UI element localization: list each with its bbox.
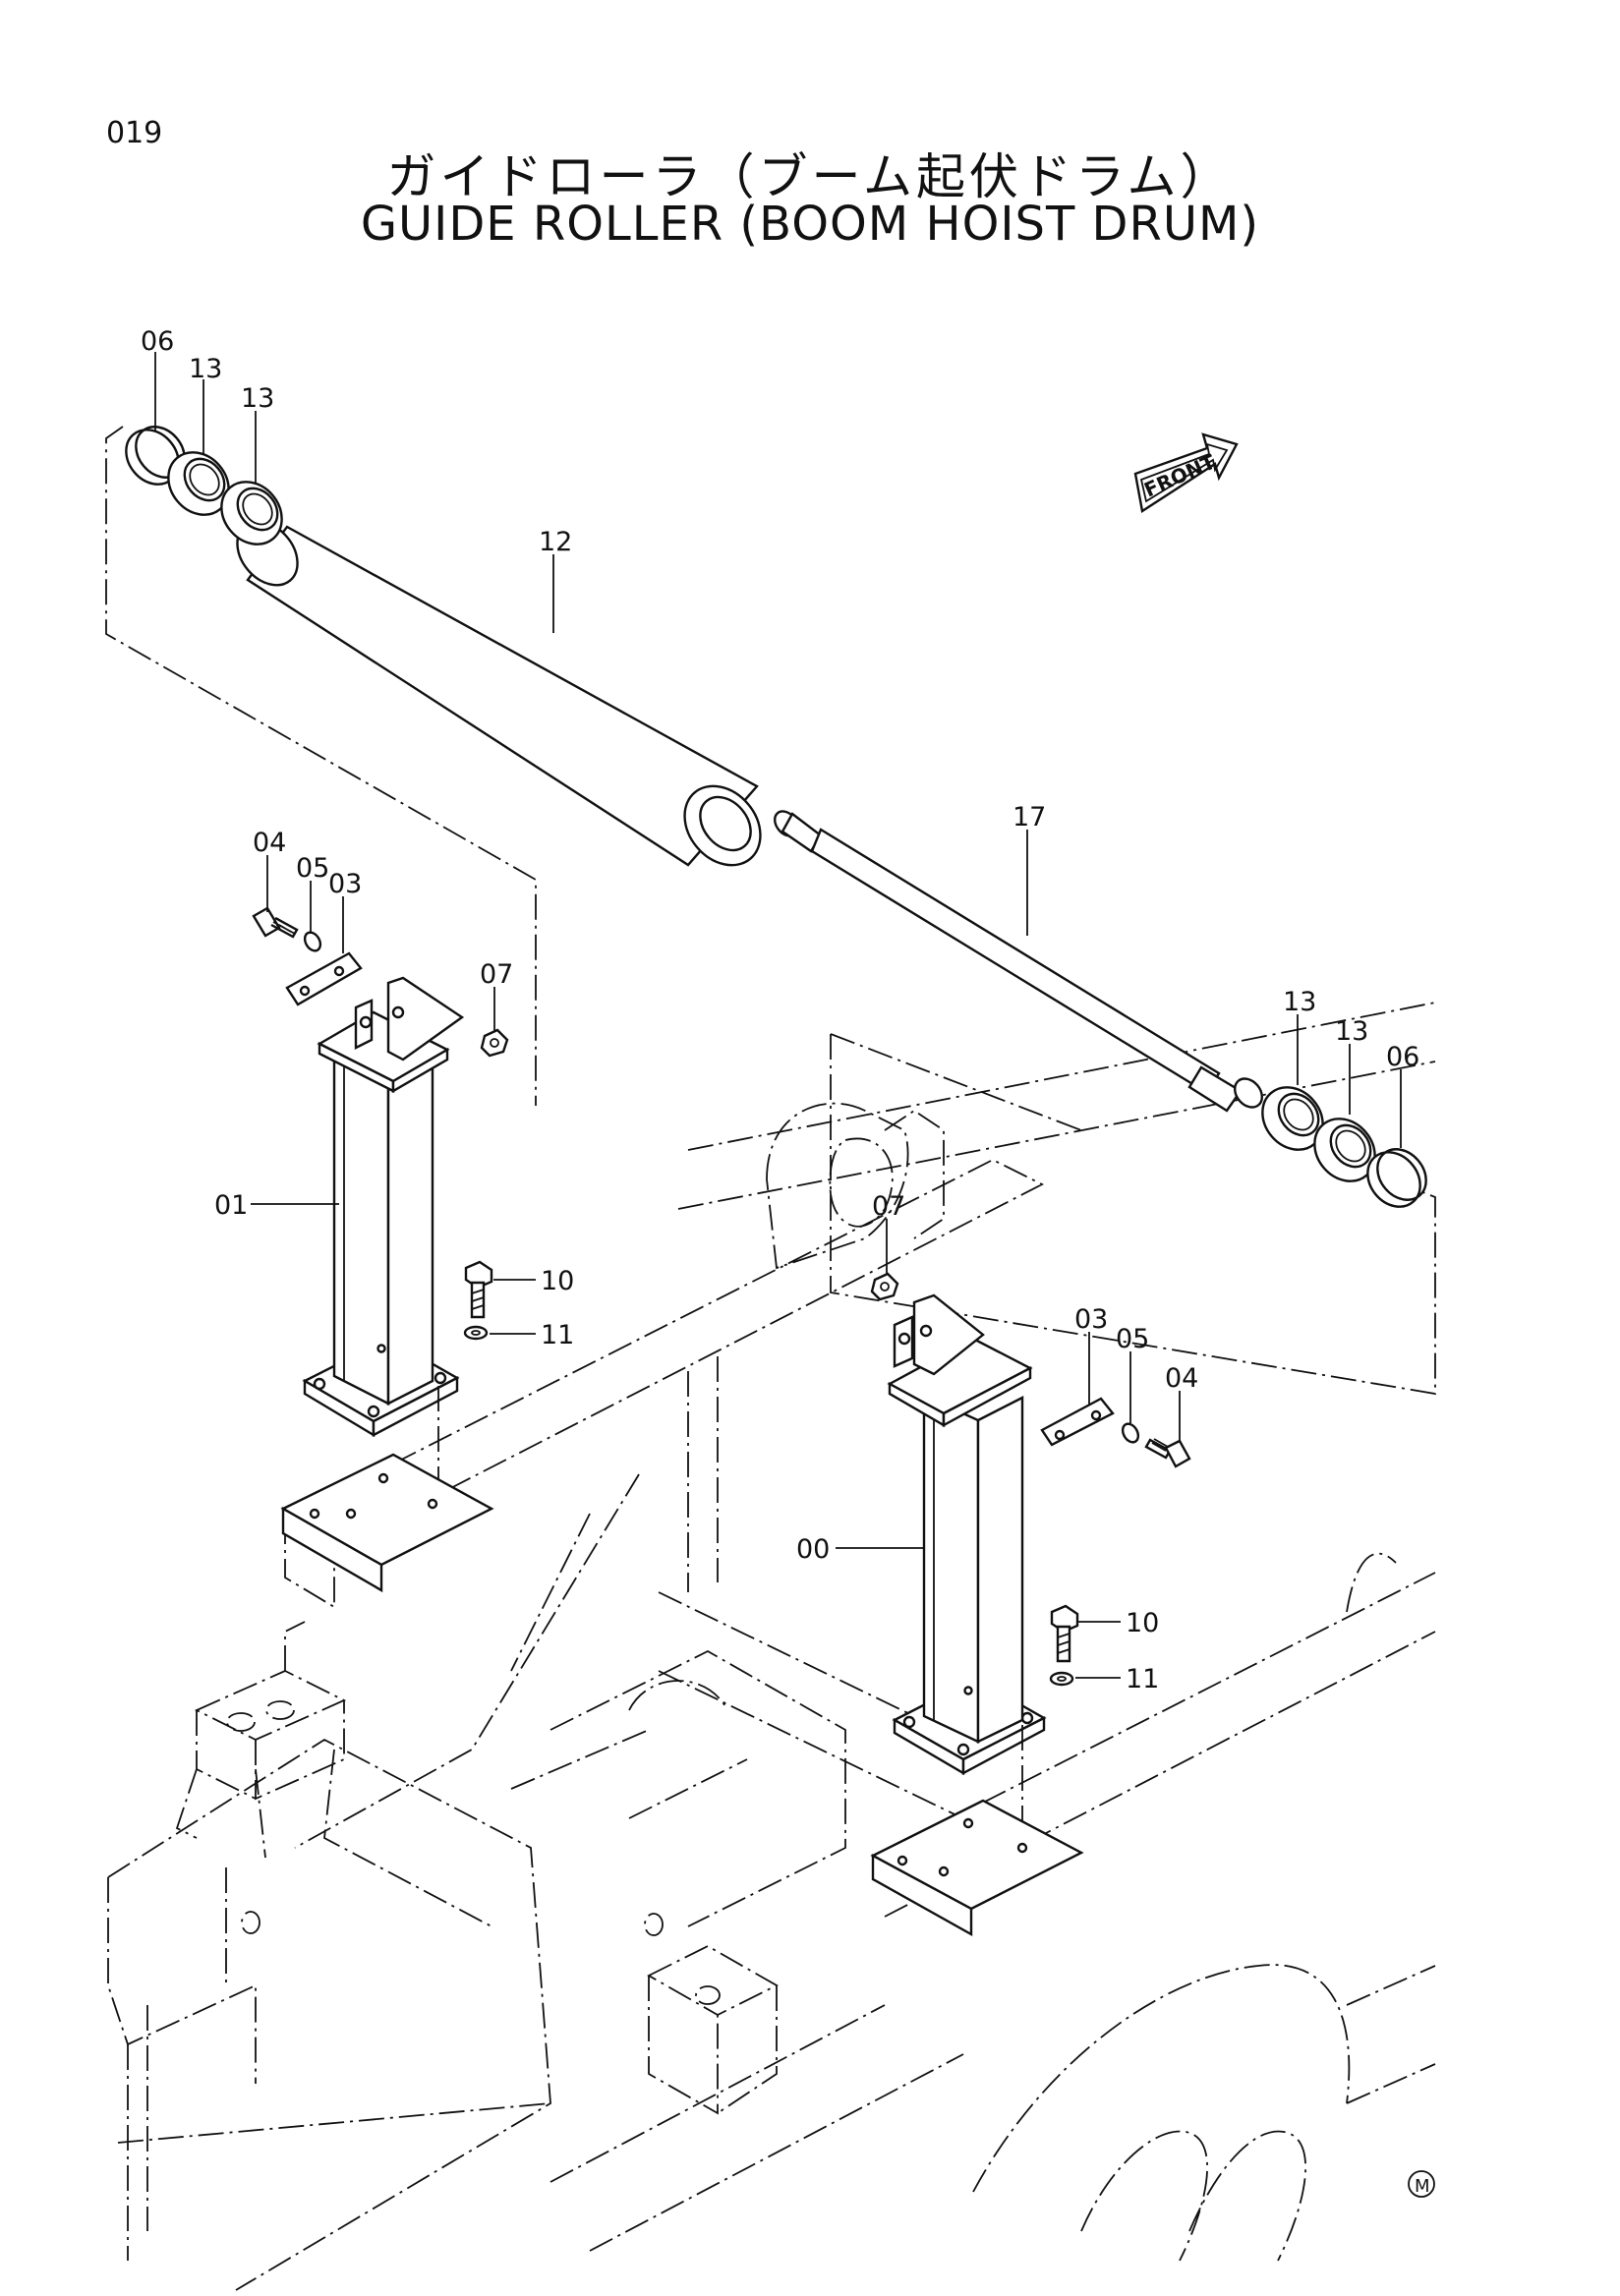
bolt-right-04 bbox=[1144, 1438, 1191, 1468]
stand-right bbox=[887, 1293, 1047, 1776]
callout-labels: 06 13 13 12 17 04 05 03 07 01 10 11 13 1… bbox=[141, 326, 1419, 1694]
bolt-right-10 bbox=[1050, 1604, 1079, 1663]
callout-13: 13 bbox=[1283, 987, 1316, 1017]
collar-right bbox=[1366, 1148, 1427, 1208]
bearing-left-inner bbox=[220, 481, 283, 545]
callout-11: 11 bbox=[1126, 1664, 1159, 1694]
bearing-right-inner bbox=[1261, 1086, 1324, 1151]
callout-12: 12 bbox=[539, 527, 572, 557]
nut-left-07 bbox=[480, 1028, 509, 1058]
exploded-view-boundary-right bbox=[830, 1033, 1436, 1396]
bolt-left-10 bbox=[464, 1260, 493, 1319]
page-title-japanese: ガイドローラ（ブーム起伏ドラム） bbox=[386, 148, 1234, 205]
bearing-right-outer bbox=[1313, 1118, 1376, 1182]
m-mark-letter: M bbox=[1415, 2176, 1430, 2197]
callout-03: 03 bbox=[1074, 1304, 1108, 1335]
roller-tube bbox=[236, 520, 762, 867]
callout-04: 04 bbox=[253, 828, 286, 858]
callout-13: 13 bbox=[241, 383, 274, 414]
callout-05: 05 bbox=[296, 853, 329, 884]
washer-left-11 bbox=[463, 1325, 489, 1341]
callout-04: 04 bbox=[1165, 1363, 1198, 1394]
circled-m-mark: M bbox=[1408, 2170, 1435, 2198]
bearing-left-outer bbox=[167, 451, 230, 516]
front-direction-arrow: FRONT bbox=[1133, 432, 1239, 513]
callout-07: 07 bbox=[872, 1191, 905, 1222]
callout-03: 03 bbox=[328, 869, 362, 899]
callout-13: 13 bbox=[1335, 1016, 1368, 1047]
callout-11: 11 bbox=[541, 1320, 574, 1350]
bolt-left-04 bbox=[252, 906, 299, 939]
washer-left-05 bbox=[303, 931, 322, 952]
plate-left bbox=[285, 951, 363, 1006]
plate-right bbox=[1040, 1397, 1115, 1447]
upper-frame-structure bbox=[107, 1002, 1436, 2291]
callout-06: 06 bbox=[1386, 1042, 1419, 1072]
callout-07: 07 bbox=[480, 959, 513, 990]
pad-plate-left bbox=[280, 1453, 494, 1593]
roller-shaft bbox=[773, 810, 1263, 1113]
callout-13: 13 bbox=[189, 354, 222, 384]
pad-plate-right bbox=[870, 1799, 1084, 1937]
callout-leaders bbox=[154, 352, 1402, 1679]
page-number: 019 bbox=[106, 116, 163, 150]
page-title: GUIDE ROLLER (BOOM HOIST DRUM) bbox=[360, 197, 1260, 252]
callout-17: 17 bbox=[1012, 802, 1046, 832]
nut-right-07 bbox=[870, 1272, 899, 1301]
washer-right-11 bbox=[1049, 1671, 1074, 1687]
callout-06: 06 bbox=[141, 326, 174, 357]
callout-05: 05 bbox=[1116, 1324, 1149, 1354]
callout-00: 00 bbox=[796, 1534, 830, 1565]
callout-10: 10 bbox=[1126, 1608, 1159, 1638]
exploded-view-boundary-left bbox=[105, 426, 537, 1106]
stand-left bbox=[302, 976, 465, 1438]
callout-01: 01 bbox=[214, 1190, 248, 1221]
washer-right-05 bbox=[1121, 1422, 1140, 1444]
callout-10: 10 bbox=[541, 1266, 574, 1296]
